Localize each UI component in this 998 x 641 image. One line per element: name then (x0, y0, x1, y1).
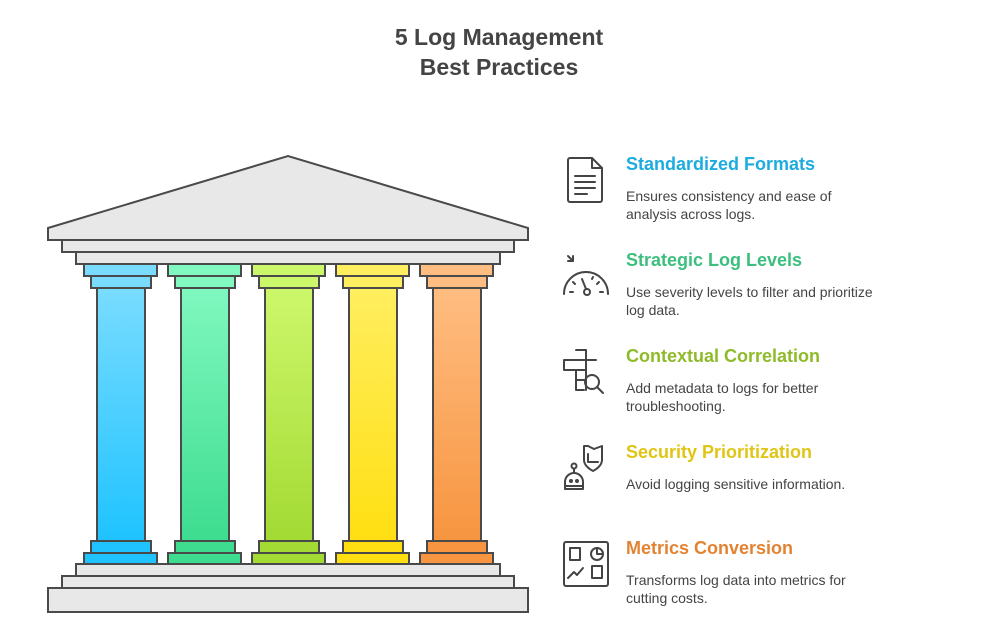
pillar-plinth-top (426, 540, 488, 554)
temple-base-2 (61, 575, 515, 589)
practice-description: Use severity levels to filter and priori… (626, 284, 873, 318)
pillar-2 (167, 263, 242, 565)
pillar-shaft (180, 287, 230, 542)
pillar-plinth-top (258, 540, 320, 554)
pillar-capital-bottom (174, 275, 236, 289)
title-line-2: Best Practices (419, 54, 579, 80)
temple-base-1 (75, 563, 501, 577)
temple-entablature-1 (61, 239, 515, 253)
temple-base-3 (47, 587, 529, 613)
practice-title: Security Prioritization (626, 442, 813, 462)
pillar-capital-top (251, 263, 326, 277)
temple-entablature-2 (75, 251, 501, 265)
practice-title: Metrics Conversion (626, 538, 794, 558)
pillar-capital-top (335, 263, 410, 277)
pillar-plinth-top (174, 540, 236, 554)
pillar-plinth-bottom (419, 552, 494, 565)
pillar-shaft (264, 287, 314, 542)
pillar-capital-bottom (258, 275, 320, 289)
shield-robot-icon (564, 445, 603, 490)
pillar-capital-bottom (90, 275, 152, 289)
title-line-1: 5 Log Management (394, 24, 604, 50)
pillar-1 (83, 263, 158, 565)
practice-description: Transforms log data into metrics for cut… (626, 572, 846, 606)
practice-description: Ensures consistency and ease of analysis… (626, 188, 832, 222)
pillar-capital-top (83, 263, 158, 277)
pillar-capital-bottom (342, 275, 404, 289)
document-icon (567, 157, 603, 203)
pillar-shaft (432, 287, 482, 542)
pillar-4 (335, 263, 410, 565)
pillar-plinth-bottom (83, 552, 158, 565)
pillar-capital-top (167, 263, 242, 277)
pillar-plinth-bottom (167, 552, 242, 565)
practice-description: Avoid logging sensitive information. (626, 476, 846, 492)
table-search-icon (563, 349, 604, 394)
pillar-plinth-top (342, 540, 404, 554)
temple-diagram (47, 154, 529, 613)
page-title: 5 Log Management Best Practices (0, 22, 998, 82)
pillar-shaft (348, 287, 398, 542)
pillar-capital-bottom (426, 275, 488, 289)
pillar-5 (419, 263, 494, 565)
practice-title: Standardized Formats (626, 154, 816, 174)
practice-title: Strategic Log Levels (626, 250, 803, 270)
dashboard-icon (563, 541, 609, 587)
practice-title: Contextual Correlation (626, 346, 821, 366)
temple-roof (47, 154, 529, 241)
pillar-shaft (96, 287, 146, 542)
pillar-plinth-bottom (251, 552, 326, 565)
practice-description: Add metadata to logs for better troubles… (626, 380, 819, 414)
pillar-plinth-bottom (335, 552, 410, 565)
gauge-icon (563, 255, 609, 296)
pillar-plinth-top (90, 540, 152, 554)
pillar-capital-top (419, 263, 494, 277)
pillar-3 (251, 263, 326, 565)
